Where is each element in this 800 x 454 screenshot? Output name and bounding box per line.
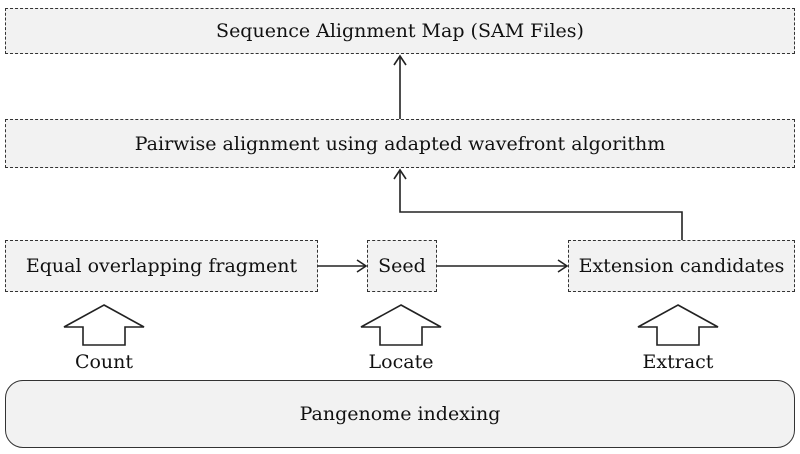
seed-box: Seed: [367, 240, 437, 292]
extension-to-pairwise-arrowhead: [393, 168, 407, 180]
pairwise-alignment-label: Pairwise alignment using adapted wavefro…: [134, 132, 666, 155]
sam-output-label: Sequence Alignment Map (SAM Files): [216, 20, 584, 42]
pairwise-to-sam-arrowhead: [393, 54, 407, 66]
fragment-to-seed-arrowhead: [356, 259, 368, 273]
count-up-arrow: [63, 304, 145, 346]
count-label: Count: [74, 351, 134, 373]
pangenome-indexing-label: Pangenome indexing: [299, 403, 501, 425]
pairwise-alignment-box: Pairwise alignment using adapted wavefro…: [5, 119, 795, 168]
extension-candidates-box: Extension candidates: [568, 240, 795, 292]
extension-candidates-label: Extension candidates: [578, 255, 785, 277]
extract-up-arrow: [637, 304, 719, 346]
extract-label: Extract: [642, 351, 714, 373]
seed-label: Seed: [378, 255, 426, 277]
seed-to-extension-arrowhead: [557, 259, 569, 273]
fragment-box: Equal overlapping fragment: [5, 240, 318, 292]
locate-up-arrow: [360, 304, 442, 346]
fragment-label: Equal overlapping fragment: [25, 255, 298, 277]
pangenome-indexing-box: Pangenome indexing: [5, 380, 795, 448]
locate-label: Locate: [368, 351, 434, 373]
extension-to-pairwise-arrow: [399, 170, 683, 240]
sam-output-box: Sequence Alignment Map (SAM Files): [5, 8, 795, 54]
